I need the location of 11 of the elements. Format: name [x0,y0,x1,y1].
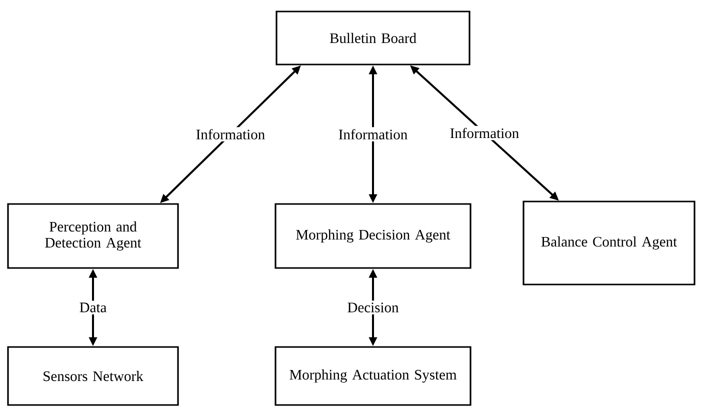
process-box: Sensors Network [7,346,179,406]
process-box: Morphing Decision Agent [274,203,472,269]
edge-label: Information [194,127,268,142]
edge-label: Information [448,126,522,140]
edge-label: Data [77,300,109,314]
edge-label: Decision [345,300,401,314]
edge-label: Information [336,127,410,142]
process-box: Bulletin Board [276,10,470,66]
process-box: Morphing Actuation System [274,346,472,406]
process-box: Balance Control Agent [522,200,696,286]
process-box: Perception and Detection Agent [7,203,179,269]
